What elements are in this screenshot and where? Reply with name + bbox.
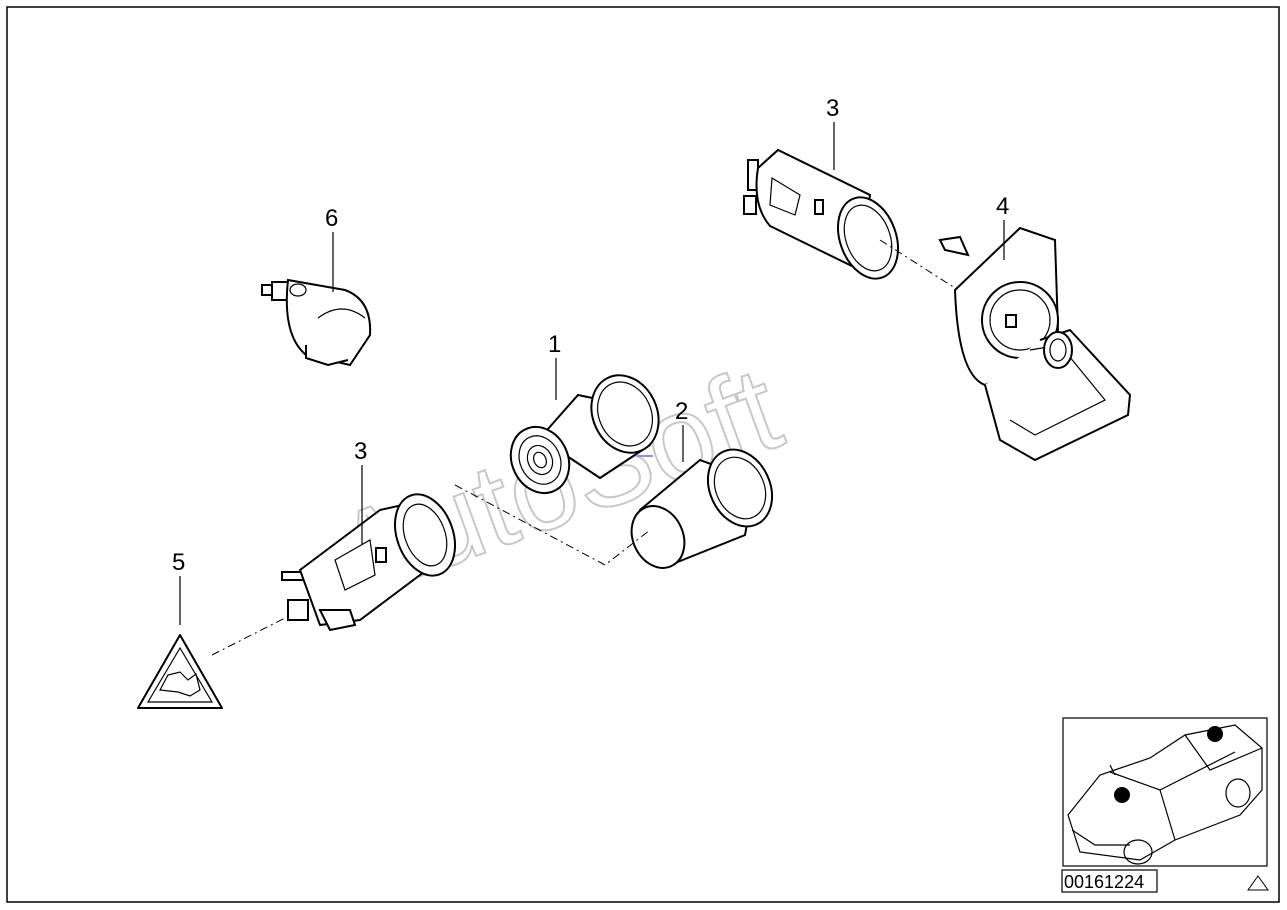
part-3-lower-housing bbox=[281, 493, 456, 632]
warning-triangle-small-icon bbox=[1247, 875, 1269, 891]
location-dot-rear bbox=[1207, 726, 1223, 742]
assembly-line-3-4 bbox=[879, 239, 956, 289]
part-3-top-housing bbox=[743, 148, 899, 280]
part-6-socket bbox=[261, 278, 372, 367]
assembly-line-3-1 bbox=[454, 484, 651, 566]
callout-6: 6 bbox=[325, 205, 338, 232]
part-2-cover-cap bbox=[630, 448, 774, 569]
callout-3-top: 3 bbox=[826, 95, 839, 122]
part-5-warning-symbol bbox=[137, 634, 223, 709]
diagram-frame bbox=[6, 6, 1280, 903]
location-dot-front bbox=[1114, 787, 1130, 803]
reference-number: 00161224 bbox=[1064, 872, 1144, 892]
assembly-line-5-3 bbox=[211, 617, 286, 656]
reference-box bbox=[1061, 869, 1158, 893]
callout-3-lower: 3 bbox=[354, 438, 367, 465]
part-1-socket-insert bbox=[509, 374, 660, 495]
callout-4: 4 bbox=[996, 193, 1009, 220]
callout-2: 2 bbox=[675, 398, 688, 425]
callout-5: 5 bbox=[172, 549, 185, 576]
car-location-inset bbox=[1062, 717, 1268, 867]
callout-1: 1 bbox=[548, 331, 561, 358]
part-4-bracket bbox=[938, 226, 1132, 462]
